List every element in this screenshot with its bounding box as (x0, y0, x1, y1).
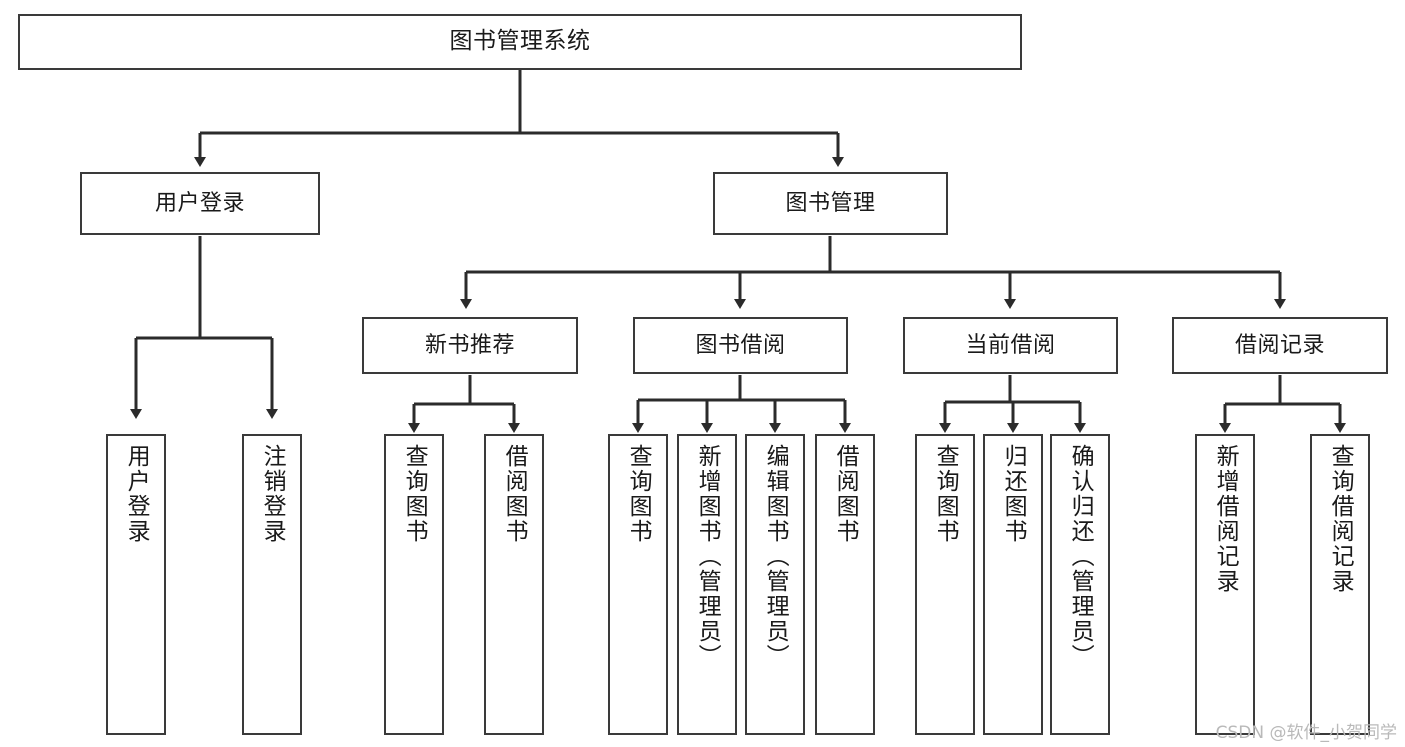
leaf-query-book-borrow[interactable]: 查询图书 (608, 434, 668, 735)
leaf-return-book[interactable]: 归还图书 (983, 434, 1043, 735)
leaf-borrow-book-label: 借阅图书 (832, 444, 859, 544)
node-new-book-recommend-label: 新书推荐 (424, 332, 515, 358)
leaf-add-book-admin[interactable]: 新增图书（管理员） (677, 434, 737, 735)
leaf-borrow-book-recommend-label: 借阅图书 (501, 444, 528, 544)
leaf-confirm-return-admin[interactable]: 确认归还（管理员） (1050, 434, 1110, 735)
leaf-add-book-admin-label: 新增图书（管理员） (694, 444, 721, 669)
node-borrow-record-label: 借阅记录 (1234, 332, 1325, 358)
leaf-user-login[interactable]: 用户登录 (106, 434, 166, 735)
node-current-borrow[interactable]: 当前借阅 (903, 317, 1118, 374)
leaf-borrow-book-recommend[interactable]: 借阅图书 (484, 434, 544, 735)
leaf-add-borrow-record[interactable]: 新增借阅记录 (1195, 434, 1255, 735)
node-book-borrow[interactable]: 图书借阅 (633, 317, 848, 374)
leaf-query-book-current[interactable]: 查询图书 (915, 434, 975, 735)
leaf-query-book-borrow-label: 查询图书 (625, 444, 652, 544)
node-book-borrow-label: 图书借阅 (695, 332, 786, 358)
leaf-query-book-recommend-label: 查询图书 (401, 444, 428, 544)
node-user-login[interactable]: 用户登录 (80, 172, 320, 235)
node-new-book-recommend[interactable]: 新书推荐 (362, 317, 578, 374)
leaf-query-book-recommend[interactable]: 查询图书 (384, 434, 444, 735)
leaf-query-borrow-record-label: 查询借阅记录 (1327, 444, 1354, 594)
node-book-management-label: 图书管理 (785, 190, 876, 216)
node-book-management[interactable]: 图书管理 (713, 172, 948, 235)
leaf-edit-book-admin-label: 编辑图书（管理员） (762, 444, 789, 669)
leaf-logout-label: 注销登录 (259, 444, 286, 544)
leaf-logout[interactable]: 注销登录 (242, 434, 302, 735)
node-root-label: 图书管理系统 (449, 28, 591, 55)
leaf-query-book-current-label: 查询图书 (932, 444, 959, 544)
node-user-login-label: 用户登录 (154, 190, 245, 216)
node-current-borrow-label: 当前借阅 (965, 332, 1056, 358)
leaf-borrow-book[interactable]: 借阅图书 (815, 434, 875, 735)
leaf-confirm-return-admin-label: 确认归还（管理员） (1067, 444, 1094, 669)
leaf-user-login-label: 用户登录 (123, 444, 150, 544)
leaf-query-borrow-record[interactable]: 查询借阅记录 (1310, 434, 1370, 735)
leaf-add-borrow-record-label: 新增借阅记录 (1212, 444, 1239, 594)
leaf-return-book-label: 归还图书 (1000, 444, 1027, 544)
leaf-edit-book-admin[interactable]: 编辑图书（管理员） (745, 434, 805, 735)
node-root[interactable]: 图书管理系统 (18, 14, 1022, 70)
node-borrow-record[interactable]: 借阅记录 (1172, 317, 1388, 374)
csdn-watermark: CSDN @软件_小贺同学 (1215, 723, 1397, 743)
